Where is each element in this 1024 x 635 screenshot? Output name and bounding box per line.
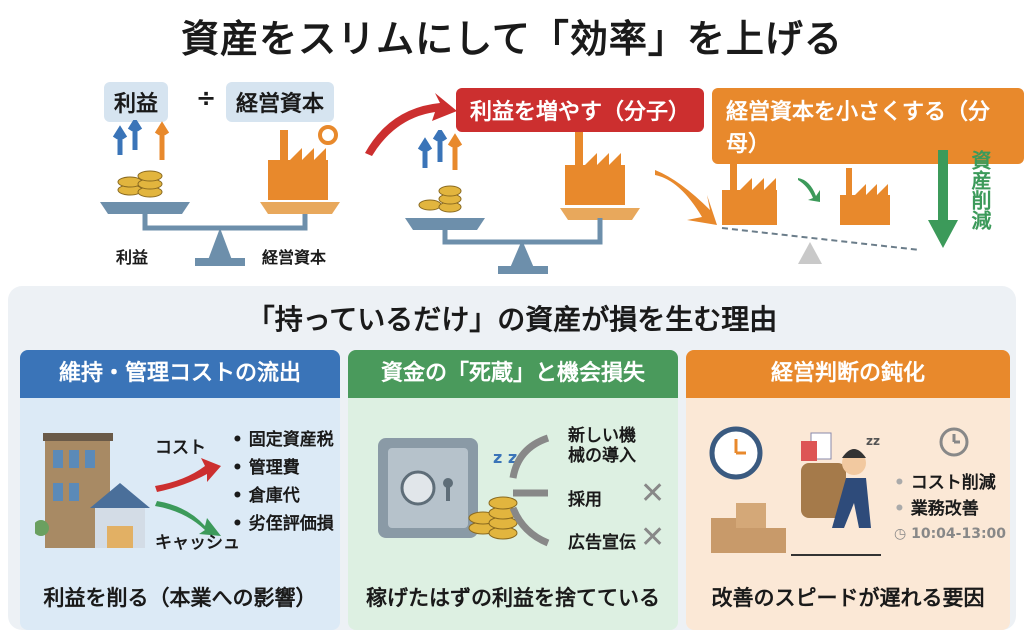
- list-item: • 固定資産税: [232, 430, 334, 450]
- shrinking-factory-illustration: [655, 162, 921, 264]
- scale-label-profit: 利益: [116, 248, 149, 267]
- scale-label-capital: 経営資本: [262, 248, 327, 267]
- svg-text:z z: z z: [493, 448, 517, 467]
- cost-label: コスト: [155, 438, 206, 458]
- x-mark-icon: ✕: [640, 520, 666, 555]
- list-item: • 管理費: [232, 458, 300, 478]
- formula-operator: ÷: [196, 84, 217, 112]
- card-maintenance-cost: 維持・管理コストの流出 コスト キャッシュ • 固定資産税 • 管理費 • 倉庫…: [20, 350, 340, 630]
- x-mark-icon: ✕: [640, 476, 666, 511]
- list-item: • 倉庫代: [232, 486, 300, 506]
- card-footer: 改善のスピードが遅れる要因: [711, 586, 985, 610]
- card-header: 資金の「死蔵」と機会損失: [348, 350, 678, 398]
- list-item: • コスト削減: [894, 473, 996, 493]
- card-header: 維持・管理コストの流出: [20, 350, 340, 398]
- banner-decrease-capital: 経営資本を小さくする（分母）: [712, 88, 1024, 164]
- option-advertising: 広告宣伝: [568, 533, 636, 553]
- asset-reduction-label: 資産削減: [968, 150, 992, 230]
- cost-items-list: • 固定資産税 • 管理費 • 倉庫代 • 劣侄評価損: [232, 426, 334, 538]
- balance-scale-illustration: [100, 120, 340, 266]
- option-new-machine: 新しい機械の導入: [568, 426, 636, 466]
- list-item: • 劣侄評価損: [232, 514, 334, 534]
- building-warehouse-icon: [35, 433, 150, 548]
- card-footer: 利益を削る（本業への影響）: [43, 586, 317, 610]
- cost-cash-arrows-icon: [155, 458, 221, 536]
- option-hiring: 採用: [568, 490, 602, 510]
- card-footer: 稼げたはずの利益を捨てている: [366, 586, 660, 610]
- gray-arrows-icon: [509, 434, 550, 547]
- list-item: • 業務改善: [894, 499, 979, 519]
- balance-scale-tilted-illustration: [405, 130, 640, 274]
- formula-numerator: 利益: [104, 82, 169, 122]
- small-clock-icon: ◷: [894, 526, 907, 542]
- page-title: 資産をスリムにして「効率」を上げる: [181, 17, 843, 61]
- down-arrow-icon: [928, 150, 958, 248]
- time-range: ◷ 10:04-13:00: [894, 526, 1007, 542]
- card-header: 経営判断の鈍化: [686, 350, 1010, 398]
- red-arrow-icon: [365, 93, 457, 156]
- improvement-items: • コスト削減 • 業務改善: [894, 470, 996, 522]
- card-dead-capital: 資金の「死蔵」と機会損失 z z 新しい機械の導入 採用 広告宣伝 ✕ ✕ 稼げ…: [348, 350, 678, 630]
- formula-denominator: 経営資本: [226, 82, 335, 122]
- section-title: 「持っているだけ」の資産が損を生む理由: [246, 303, 778, 336]
- svg-text:zz: zz: [866, 434, 880, 448]
- cash-label: キャッシュ: [155, 533, 240, 553]
- clock-icon: [939, 427, 969, 457]
- safe-coins-icon: z z: [378, 438, 518, 540]
- banner-increase-profit: 利益を増やす（分子）: [456, 88, 705, 132]
- card-slow-decision: 経営判断の鈍化 zz • コスト削減 • 業務改善 ◷ 10:04-13:00 …: [686, 350, 1010, 630]
- burdened-worker-illustration: zz: [709, 426, 881, 556]
